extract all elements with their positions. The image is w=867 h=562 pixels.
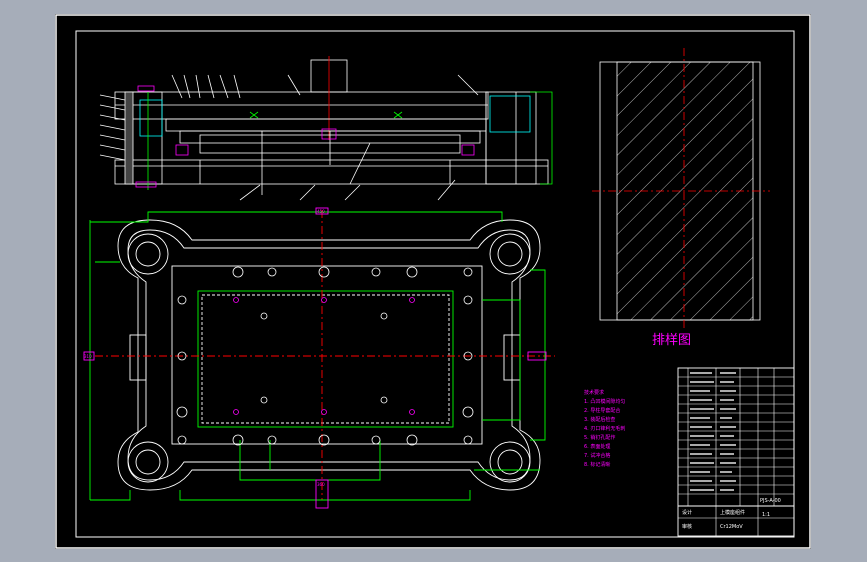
title-block-drawing-no: PJS-A-00: [760, 498, 781, 504]
title-block-scale: 1:1: [762, 512, 770, 518]
inner-border: [75, 30, 795, 538]
tech-req-line: 3. 装配后检查: [584, 416, 615, 423]
title-block-part-name: 上模座组件: [720, 509, 745, 516]
parts-list-text-rows: [690, 372, 736, 491]
strip-layout-title: 排样图: [652, 333, 691, 348]
tech-req-line: 2. 导柱导套配合: [584, 407, 620, 414]
tech-req-line: 7. 试冲合格: [584, 452, 610, 459]
dim-bottom-width: 360: [317, 482, 325, 487]
tech-req-line: 技术要求: [584, 389, 604, 396]
parts-list: [677, 367, 795, 537]
strip-layout: [592, 48, 770, 330]
dim-top-width: 450: [317, 209, 325, 214]
title-block-checker: 审核: [682, 523, 692, 530]
section-view: [99, 56, 553, 201]
title-block-material: Cr12MoV: [720, 524, 743, 530]
tech-req-line: 8. 标记清晰: [584, 461, 610, 468]
dim-left-height: 310: [84, 354, 92, 359]
tech-requirements: 技术要求 1. 凸凹模间隙均匀 2. 导柱导套配合 3. 装配后检查 4. 刃口…: [584, 389, 625, 468]
tech-req-line: 1. 凸凹模间隙均匀: [584, 398, 625, 405]
dimension-labels: 450 360 310: [84, 209, 325, 487]
title-block-designer: 设计: [682, 509, 692, 516]
bolt-holes: [176, 266, 474, 446]
tech-req-line: 5. 销钉孔配作: [584, 434, 615, 441]
outer-border: [55, 14, 811, 549]
tech-req-line: 6. 表面处理: [584, 443, 610, 450]
plan-view: [83, 207, 555, 509]
tech-req-line: 4. 刃口锋利无毛刺: [584, 425, 625, 432]
title-block-text: 上模座组件 PJS-A-00 1:1 Cr12MoV 设计 审核: [682, 498, 781, 530]
